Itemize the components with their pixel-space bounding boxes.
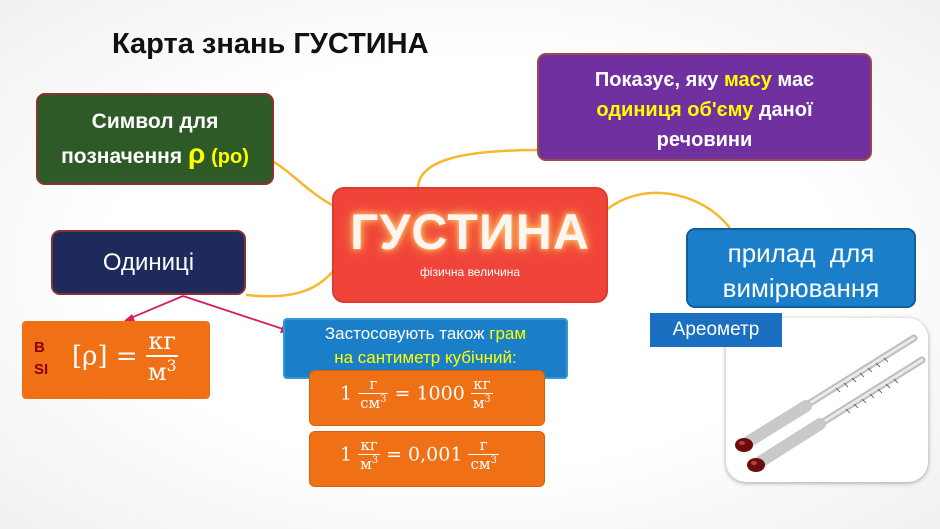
eq1-left-num: г (358, 375, 389, 394)
page-title: Карта знань ГУСТИНА (112, 28, 429, 60)
definition-line1: Показує, яку масу має (539, 65, 870, 95)
si-fraction: кг м3 (145, 327, 179, 386)
definition-line2: одиниця об'єму даної (539, 95, 870, 125)
eq2-fraction-right: г см3 (468, 436, 499, 473)
central-subtitle: фізична величина (419, 265, 521, 279)
definition-text-1: Показує, яку (594, 69, 719, 91)
arrowhead-units-si (123, 314, 135, 322)
definition-text-2: має (777, 69, 815, 91)
si-label-si: SI (34, 361, 49, 378)
eq2-right-den: см3 (470, 455, 497, 473)
device-line2: вимірювання (722, 273, 880, 303)
connector-central-units (245, 264, 340, 298)
eq2-equals: = 0,001 (386, 443, 463, 466)
symbol-line2-wrap: позначення ρ (ро) (38, 138, 272, 173)
eq1-right-num: кг (470, 375, 493, 394)
exponent: 3 (371, 455, 379, 466)
conversion-formula-1: 1 г см3 = 1000 кг м3 (340, 375, 493, 412)
rho-symbol: ρ (187, 138, 206, 169)
arrow-units-also (182, 295, 287, 331)
rho-name: (ро) (211, 146, 249, 168)
conversion-formula-2: 1 кг м3 = 0,001 г см3 (340, 436, 499, 473)
arrow-units-si (125, 295, 184, 321)
also-line2: на сантиметр кубічний: (334, 348, 517, 367)
device-line1: прилад для (727, 238, 875, 268)
eq2-coef: 1 (340, 443, 353, 466)
exponent: 3 (484, 394, 491, 405)
si-label-in: В (34, 339, 45, 356)
eq1-fraction-right: кг м3 (470, 375, 493, 412)
definition-box: Показує, яку масу має одиниця об'єму дан… (537, 53, 872, 161)
device-box: прилад для вимірювання (686, 228, 916, 308)
hydrometer-1 (735, 334, 918, 452)
eq1-equals: = 1000 (394, 382, 465, 405)
also-line1: Застосовують також грам (285, 322, 566, 346)
eq2-fraction-left: кг м3 (358, 436, 381, 473)
si-lhs: [ρ] = (72, 341, 138, 372)
si-denominator: м3 (147, 357, 177, 386)
definition-highlight-mass: масу (723, 69, 772, 91)
units-label: Одиниці (102, 249, 195, 276)
eq1-left-den: см3 (360, 394, 387, 412)
exponent: 3 (380, 394, 387, 405)
eq1-coef: 1 (340, 382, 353, 405)
hydrometer-2 (747, 356, 926, 472)
symbol-line1: Символ для (91, 110, 219, 133)
definition-line3: речовини (656, 129, 753, 151)
definition-highlight-volume: одиниця об'єму (596, 99, 754, 121)
si-numerator: кг (145, 327, 179, 357)
exponent: 3 (490, 455, 497, 466)
eq2-right-num: г (468, 436, 499, 455)
symbol-line2: позначення (61, 145, 183, 168)
si-label: В SI (34, 337, 48, 381)
si-formula: [ρ] = кг м3 (72, 327, 179, 386)
conversion-box-2: 1 кг м3 = 0,001 г см3 (309, 431, 545, 487)
central-node: ГУСТИНА фізична величина (332, 187, 608, 303)
si-unit-box: В SI [ρ] = кг м3 (22, 321, 210, 399)
units-box: Одиниці (51, 230, 246, 295)
also-highlight-gram: грам (489, 324, 527, 343)
eq1-right-den: м3 (472, 394, 491, 412)
eq2-left-den: м3 (360, 455, 379, 473)
conversion-box-1: 1 г см3 = 1000 кг м3 (309, 370, 545, 426)
connector-central-device (603, 191, 731, 229)
also-used-box: Застосовують також грам на сантиметр куб… (283, 318, 568, 379)
central-title: ГУСТИНА (349, 204, 590, 260)
hydrometer-image (735, 334, 926, 472)
connector-central-shows (416, 148, 541, 188)
eq1-fraction-left: г см3 (358, 375, 389, 412)
exponent: 3 (166, 357, 177, 375)
also-text: Застосовують також (324, 324, 485, 343)
definition-text-3: даної (758, 99, 813, 121)
symbol-box: Символ для позначення ρ (ро) (36, 93, 274, 185)
eq2-left-num: кг (358, 436, 381, 455)
areometer-label: Ареометр (650, 313, 782, 347)
connector-central-symbol (269, 158, 333, 207)
